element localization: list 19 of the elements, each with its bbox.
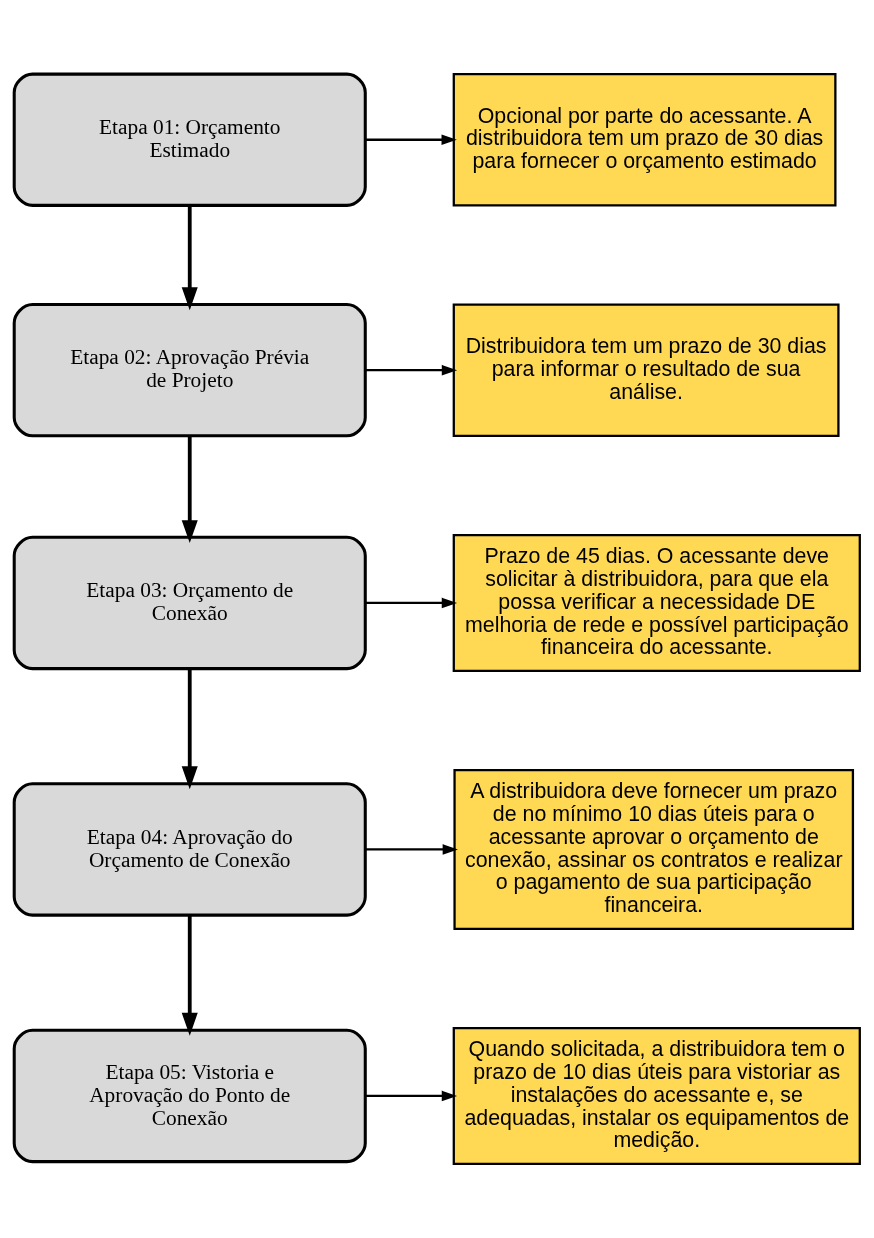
node-box: Etapa 03: Orçamento de Conexão: [12, 535, 367, 671]
node-box: Etapa 02: Aprovação Prévia de Projeto: [12, 303, 367, 438]
arrow: [181, 436, 198, 544]
node-box: Distribuidora tem um prazo de 30 dias para informar o resultado de sua análise.: [452, 303, 840, 437]
node-box: Prazo de 45 dias. O acessante deve solicitar à distribuidora, para que ela possa verificar a necessidade DE melhoria de rede e possível participação financeira do acessante.: [452, 533, 861, 673]
node-box: Etapa 05: Vistoria e Aprovação do Ponto de Conexão: [12, 1028, 367, 1164]
arrow: [365, 1090, 458, 1102]
node-box: A distribuidora deve fornecer um prazo de no mínimo 10 dias úteis para o acessante aprovar o orçamento de conexão, assinar os contratos e realizar o pagamento de sua participação financeira.: [453, 768, 855, 930]
node-box: Etapa 01: Orçamento Estimado: [12, 72, 367, 207]
arrow: [365, 364, 458, 376]
node-box: Etapa 04: Aprovação do Orçamento de Conexão: [12, 782, 367, 917]
arrow: [365, 844, 458, 855]
arrow: [181, 915, 198, 1036]
arrow: [365, 597, 458, 609]
arrow: [365, 134, 457, 146]
arrow: [181, 205, 198, 311]
node-box: Opcional por parte do acessante. A distribuidora tem um prazo de 30 dias para fornecer o orçamento estimado: [452, 72, 837, 207]
node-box: Quando solicitada, a distribuidora tem o prazo de 10 dias úteis para vistoriar as instalações do acessante e, se adequadas, instalar os equipamentos de medição.: [452, 1026, 861, 1166]
arrow: [181, 669, 198, 790]
